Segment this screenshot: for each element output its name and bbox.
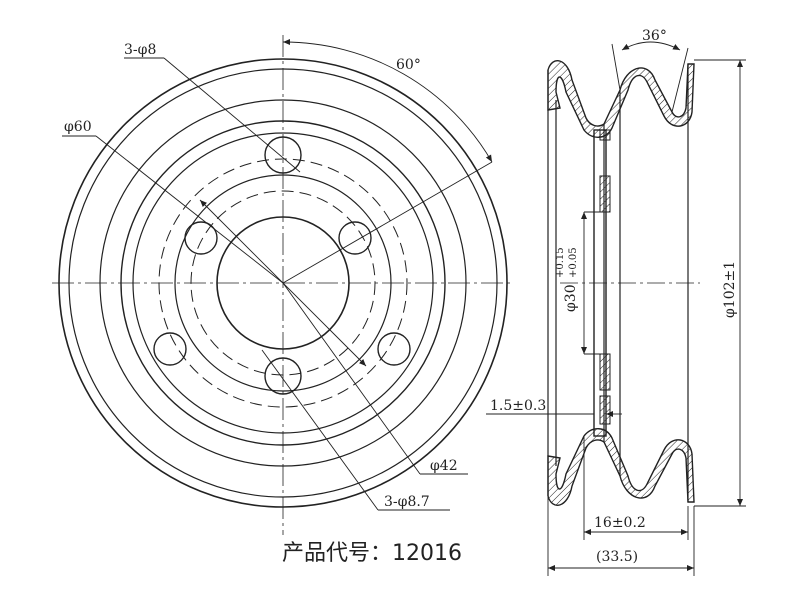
profile-bottom-hatched (547, 428, 695, 506)
groove-angle-line-right (671, 47, 689, 113)
label-3-phi8-7: 3-φ8.7 (384, 494, 430, 510)
label-3-phi8: 3-φ8 (124, 42, 156, 58)
diagonal-dim-line (199, 199, 367, 367)
groove-angle-arc (621, 41, 681, 51)
bolt-hole-lower-left (153, 332, 187, 366)
leader-phi60 (95, 135, 284, 284)
label-phi30-tol-lower: +0.05 (568, 247, 579, 278)
label-phi60: φ60 (64, 119, 92, 135)
bolt-hole-lower-right (377, 332, 411, 366)
label-phi42: φ42 (430, 458, 458, 474)
small-pitch-dashed (190, 190, 376, 376)
hub-circle (174, 174, 392, 392)
leader-3-phi8-7 (261, 349, 379, 511)
label-phi30-tol-upper: +0.15 (555, 247, 566, 278)
side-view: 36° φ30 +0.15 +0.05 1.5±0.3 φ102±1 16±0.… (486, 28, 746, 576)
angle-60-arc (282, 38, 493, 163)
front-view: 3-φ8 φ60 60° φ42 3-φ8.7 (52, 35, 512, 535)
hub-hatch-bottom-2 (599, 395, 611, 425)
label-total-width: (33.5) (596, 549, 638, 565)
groove-angle-line-left (611, 43, 621, 91)
hub-hatch-top (599, 175, 611, 213)
product-code-label: 产品代号：12016 (282, 541, 462, 566)
hub-hatch-bottom (599, 353, 611, 391)
label-60-degrees: 60° (396, 57, 421, 73)
leader-phi42 (282, 282, 421, 475)
profile-top-hatched (547, 60, 695, 138)
label-36-degrees: 36° (642, 28, 667, 44)
hub-hatch-top-2 (599, 129, 611, 141)
label-thickness: 1.5±0.3 (490, 398, 546, 414)
label-phi102: φ102±1 (722, 261, 738, 318)
bolt-hole-upper-right (338, 221, 372, 255)
leader-3-phi8 (163, 57, 301, 173)
label-hub-width: 16±0.2 (594, 515, 646, 531)
label-phi30: φ30 (563, 284, 579, 312)
